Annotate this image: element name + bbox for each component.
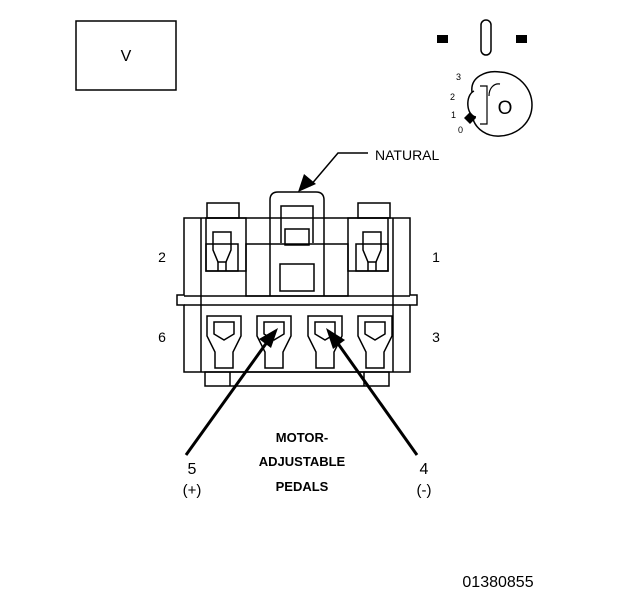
terminal-pin-1 <box>355 231 389 272</box>
dial-position-2: 2 <box>450 92 455 102</box>
view-label: V <box>121 48 132 65</box>
component-name: MOTOR- ADJUSTABLE PEDALS <box>259 430 346 494</box>
terminal-pin-6 <box>206 315 242 369</box>
dial-position-0: 0 <box>458 125 463 135</box>
pin-label-1: 1 <box>432 249 440 265</box>
callout-pin-5: 5 <box>188 461 197 478</box>
component-name-line-3: PEDALS <box>276 479 329 494</box>
pin-label-2: 2 <box>158 249 166 265</box>
view-indicator: V <box>75 20 177 91</box>
component-name-line-2: ADJUSTABLE <box>259 454 346 469</box>
pin-label-6: 6 <box>158 329 166 345</box>
component-name-line-1: MOTOR- <box>276 430 328 445</box>
callout-arrow-pin-5 <box>184 328 278 456</box>
callout-arrow-pin-4 <box>326 328 419 456</box>
dial-position-3: 3 <box>456 72 461 82</box>
color-label: NATURAL <box>375 147 440 163</box>
callout-pin-4: 4 <box>420 461 429 478</box>
terminal-pin-3 <box>357 315 393 369</box>
dial-position-1: 1 <box>451 110 456 120</box>
terminal-pin-5 <box>256 315 292 369</box>
key-letter: O <box>498 98 513 119</box>
figure-id: 01380855 <box>462 574 533 591</box>
pin-label-3: 3 <box>432 329 440 345</box>
connector-housing <box>176 191 418 387</box>
key-dial-icon: 3 2 1 0 O <box>450 70 533 137</box>
terminal-pin-2 <box>205 231 239 272</box>
color-callout: NATURAL <box>298 147 440 192</box>
callout-polarity-negative: (-) <box>417 482 432 499</box>
orientation-icon <box>437 19 527 56</box>
callout-polarity-positive: (+) <box>183 482 202 499</box>
